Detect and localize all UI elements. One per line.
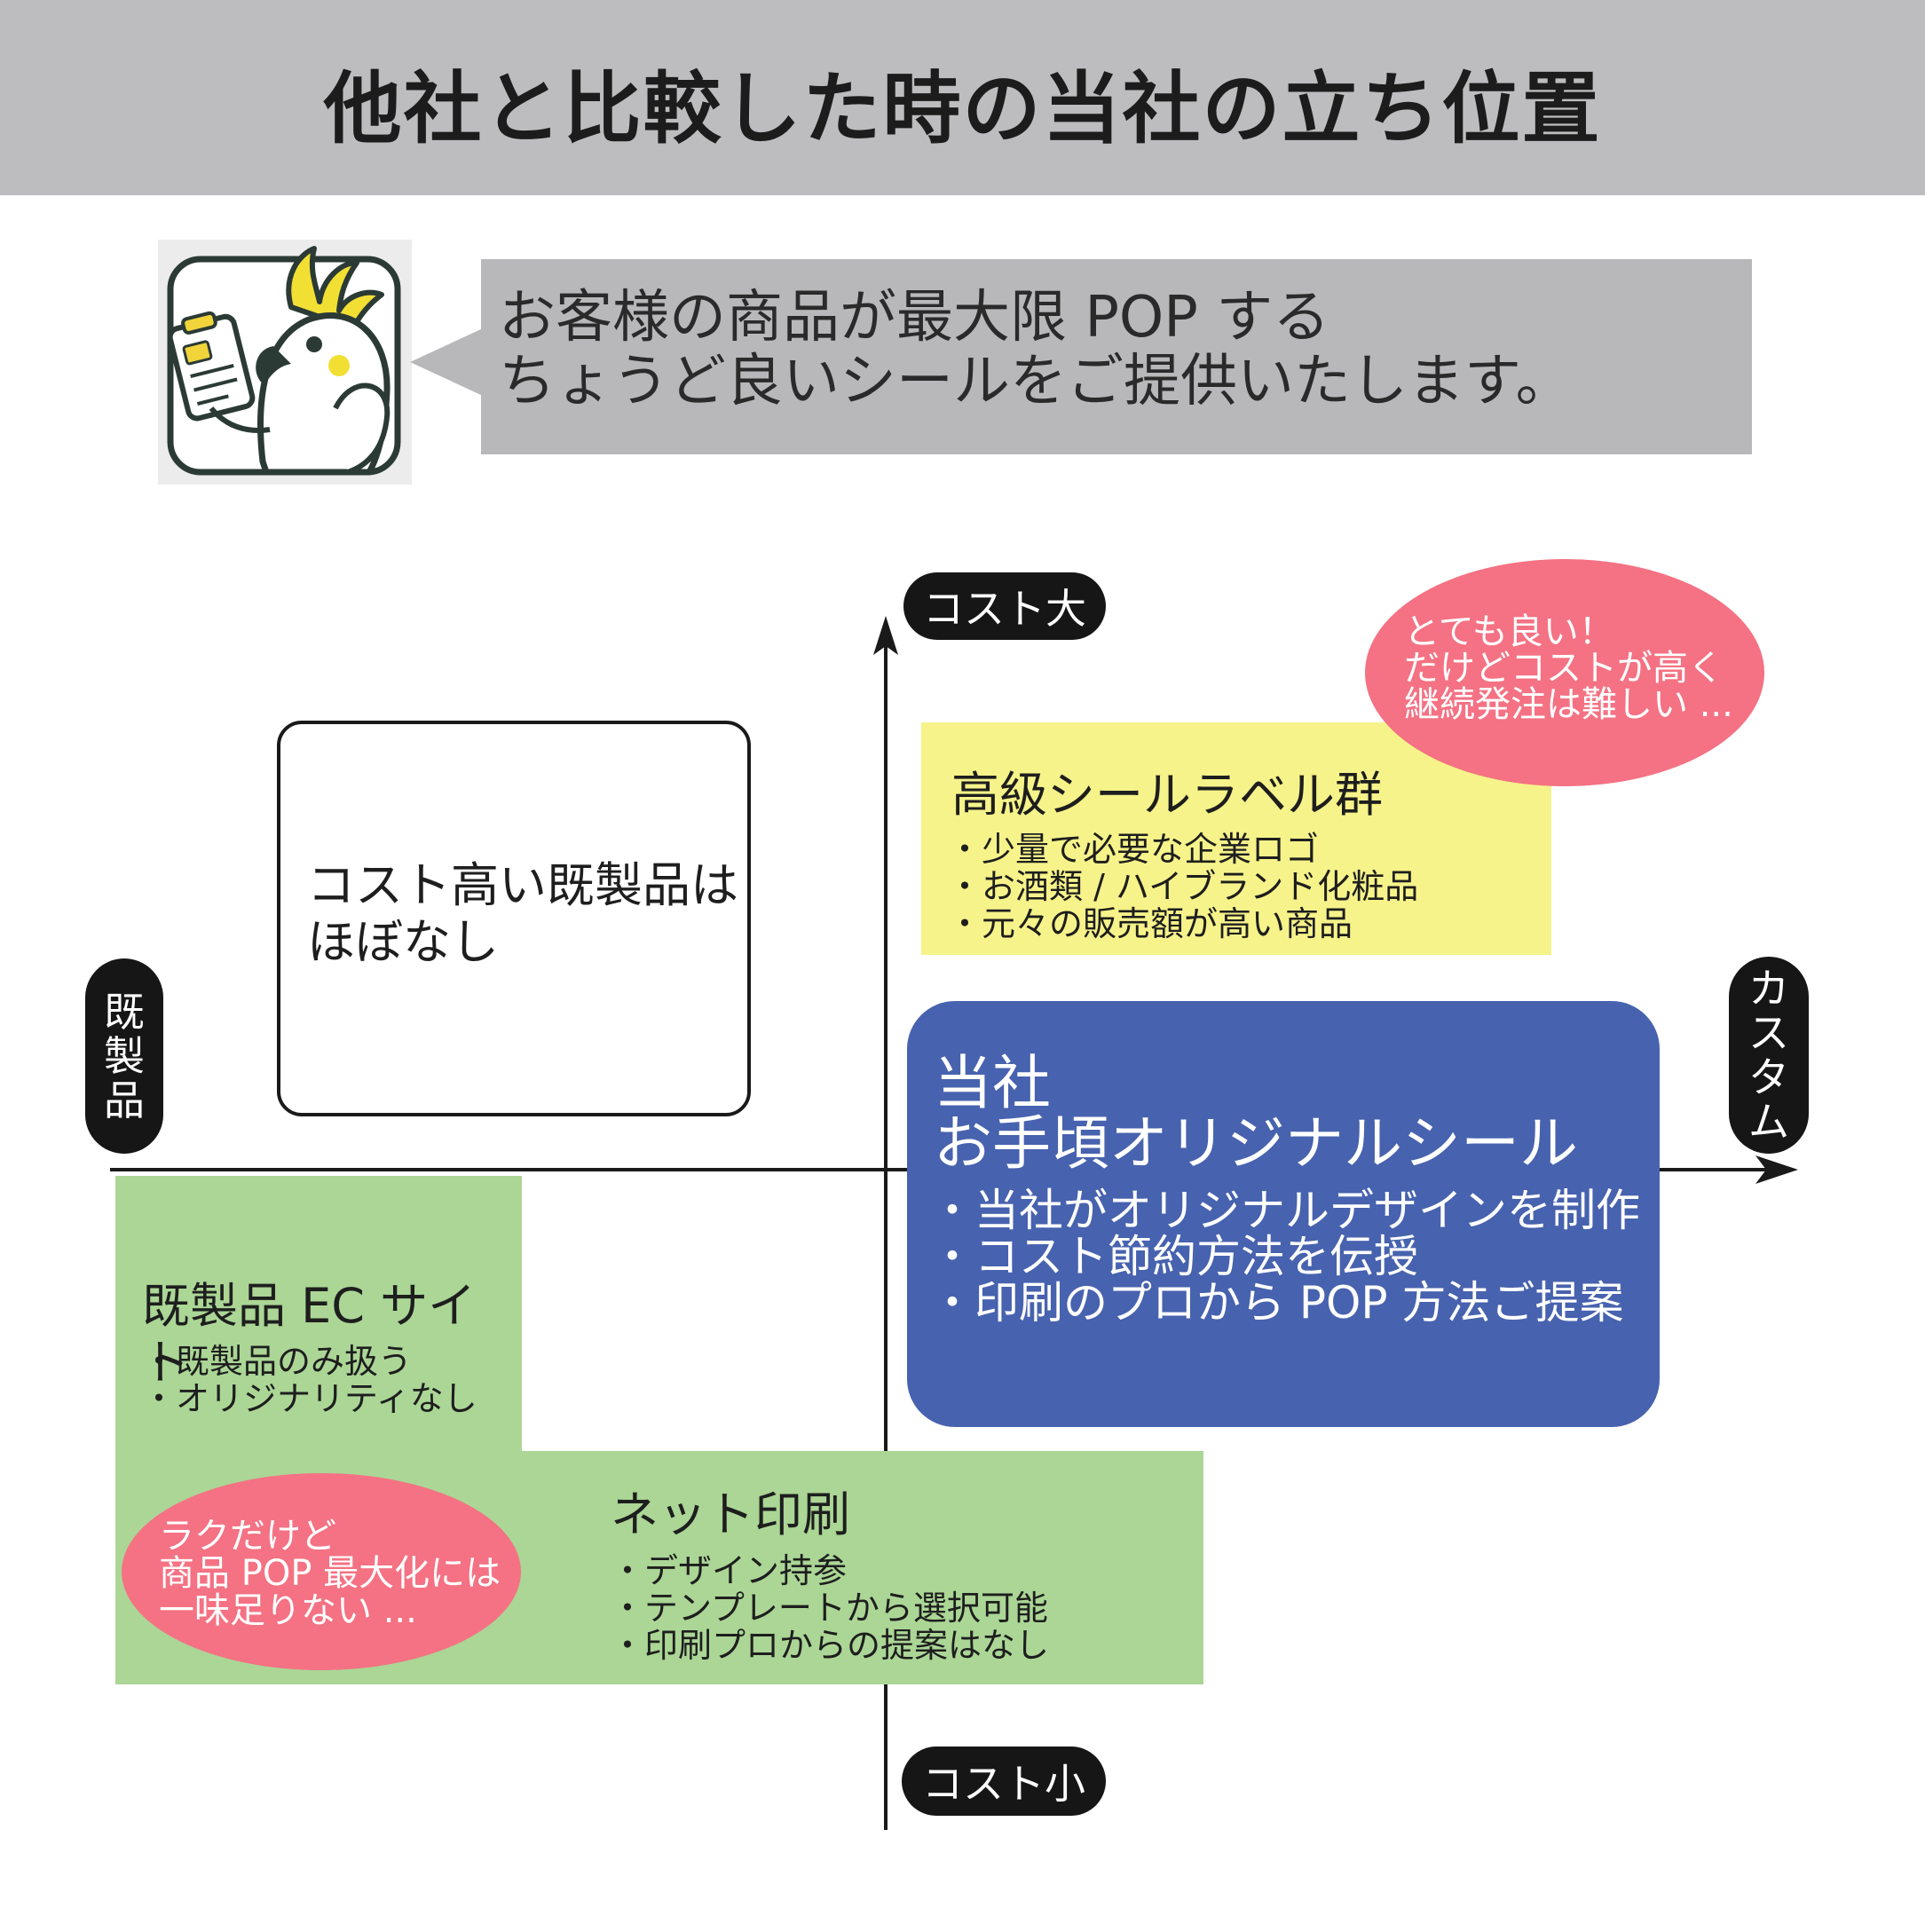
net-printing-comment-text: ラクだけど 商品 POP 最大化には 一味足りない ... (159, 1516, 501, 1631)
quadrant-none-text: コスト高い既製品は ほぼなし (307, 857, 738, 970)
axis-label-char: ス (1748, 1009, 1789, 1057)
net-printing-comment-bubble: ラクだけど 商品 POP 最大化には 一味足りない ... (122, 1473, 521, 1670)
ours-product-name: お手頃オリジナルシール (934, 1109, 1578, 1178)
vertical-axis-arrowhead (873, 616, 898, 655)
axis-label-char: カ (1748, 965, 1789, 1013)
net-printing-bullet: ・テンプレートから選択可能 (611, 1589, 1048, 1628)
page-title: 他社と比較した時の当社の立ち位置 (323, 63, 1602, 154)
cockatoo-mascot-icon (158, 240, 412, 485)
premium-bullet: ・少量で必要な企業ロゴ (948, 830, 1320, 869)
net-printing-title: ネット印刷 (611, 1486, 850, 1542)
axis-label-custom: カ ス タ ム (1729, 957, 1809, 1154)
axis-label-char: 既 (104, 988, 145, 1036)
ec-title: 既製品 EC サイト (142, 1278, 477, 1391)
premium-bullet: ・元々の販売額が高い商品 (948, 904, 1353, 943)
net-printing-bullet: ・デザイン持参 (611, 1551, 848, 1590)
ec-bullet: ・オリジナリティなし (142, 1379, 477, 1418)
speech-bubble: お客様の商品が最大限 POP する ちょうど良いシールをご提供いたします。 (481, 259, 1752, 454)
quadrant-box-ours: 当社 お手頃オリジナルシール ・当社がオリジナルデザインを制作 ・コスト節約方法… (907, 1001, 1660, 1427)
quadrant-box-ec: 既製品 EC サイト ・既製品のみ扱う ・オリジナリティなし (115, 1176, 522, 1451)
ec-bullet-list: ・既製品のみ扱う ・オリジナリティなし (142, 1343, 477, 1417)
premium-comment-text: とても良い！ だけどコストが高く 継続発注は難しい ... (1404, 611, 1733, 725)
premium-comment-bubble: とても良い！ だけどコストが高く 継続発注は難しい ... (1365, 559, 1764, 786)
ours-company-name: 当社 (934, 1049, 1051, 1117)
axis-label-char: 品 (104, 1076, 145, 1124)
ours-bullet: ・当社がオリジナルデザインを制作 (930, 1185, 1640, 1236)
axis-label-ready-made: 既 製 品 (85, 958, 163, 1154)
premium-title: 高級シールラベル群 (951, 767, 1383, 823)
axis-label-char: ム (1748, 1098, 1789, 1146)
axis-label-char: 製 (104, 1032, 145, 1080)
net-printing-bullet: ・印刷プロからの提案はなし (611, 1626, 1050, 1665)
net-printing-bullet-list: ・デザイン持参 ・テンプレートから選択可能 ・印刷プロからの提案はなし (611, 1552, 1049, 1664)
speech-bubble-tail (410, 328, 483, 396)
axis-label-char: タ (1748, 1053, 1789, 1101)
horizontal-axis-arrowhead (1755, 1155, 1798, 1184)
ec-bullet: ・既製品のみ扱う (142, 1342, 413, 1381)
header-bar (0, 0, 1925, 195)
premium-bullet-list: ・少量で必要な企業ロゴ ・お酒類 / ハイブランド化粧品 ・元々の販売額が高い商… (948, 831, 1418, 942)
speech-bubble-text: お客様の商品が最大限 POP する ちょうど良いシールをご提供いたします。 (499, 285, 1573, 414)
ours-bullet: ・印刷のプロから POP 方法ご提案 (930, 1277, 1624, 1329)
quadrant-box-none: コスト高い既製品は ほぼなし (277, 721, 751, 1116)
ours-bullet: ・コスト節約方法を伝授 (930, 1231, 1418, 1282)
axis-label-cost-low: コスト小 (902, 1747, 1106, 1816)
axis-label-cost-high: コスト大 (903, 572, 1106, 640)
premium-bullet: ・お酒類 / ハイブランド化粧品 (948, 867, 1419, 906)
net-printing-content: ネット印刷 ・デザイン持参 ・テンプレートから選択可能 ・印刷プロからの提案はな… (611, 1486, 1049, 1664)
ours-bullet-list: ・当社がオリジナルデザインを制作 ・コスト節約方法を伝授 ・印刷のプロから PO… (930, 1187, 1640, 1326)
